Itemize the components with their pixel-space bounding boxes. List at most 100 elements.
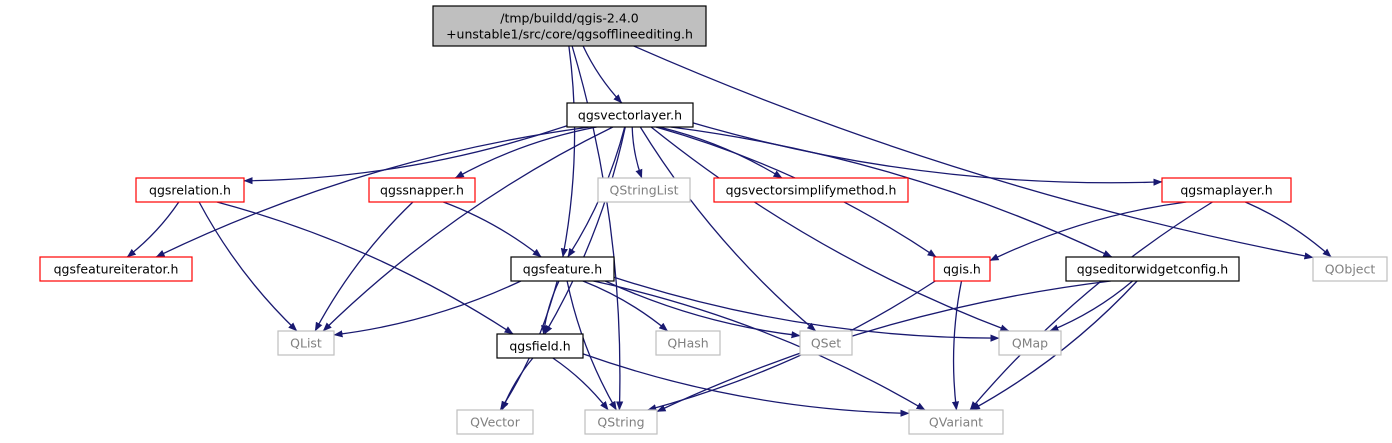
node-simplify[interactable]: qgsvectorsimplifymethod.h	[713, 177, 909, 203]
node-box-snapper	[368, 177, 476, 203]
edge-vectorlayer-to-qlist	[322, 126, 614, 332]
node-maplayer[interactable]: qgsmaplayer.h	[1161, 177, 1292, 203]
edge-offline-to-vectorlayer	[582, 45, 623, 104]
node-box-qgis	[933, 256, 991, 282]
node-label-snapper: qgssnapper.h	[380, 183, 464, 198]
edge-offline-to-qstring	[571, 45, 624, 411]
node-label-qvariant: QVariant	[929, 415, 983, 430]
node-label-qgis: qgis.h	[943, 262, 981, 277]
node-vectorlayer[interactable]: qgsvectorlayer.h	[566, 102, 694, 128]
edge-vectorlayer-to-stringlist	[631, 126, 643, 179]
edge-snapper-to-feature	[443, 201, 542, 258]
node-label-stringlist: QStringList	[610, 183, 679, 198]
node-label-qstring: QString	[597, 415, 644, 430]
edge-maplayer-to-qvariant	[969, 201, 1213, 411]
node-box-stringlist	[597, 177, 691, 203]
node-box-qhash	[655, 330, 721, 356]
node-box-maplayer	[1161, 177, 1292, 203]
node-label-feature: qgsfeature.h	[523, 262, 602, 277]
edge-feature-to-field	[541, 280, 560, 335]
edge-maplayer-to-qgis	[989, 201, 1187, 262]
edge-feature-to-qhash	[582, 280, 669, 332]
node-box-qset	[799, 330, 853, 356]
node-label-qvector: QVector	[470, 415, 521, 430]
node-qgis[interactable]: qgis.h	[933, 256, 991, 282]
edge-feature-to-qset	[604, 280, 801, 339]
edge-relation-to-qlist	[198, 201, 298, 332]
node-qlist[interactable]: QList	[277, 330, 335, 356]
node-label-offline: +unstable1/src/core/qgsofflineediting.h	[446, 27, 693, 42]
node-label-qhash: QHash	[667, 336, 708, 351]
node-offline[interactable]: /tmp/buildd/qgis-2.4.0+unstable1/src/cor…	[432, 5, 707, 47]
node-qhash[interactable]: QHash	[655, 330, 721, 356]
node-box-feature	[510, 256, 615, 282]
dependency-nodes: /tmp/buildd/qgis-2.4.0+unstable1/src/cor…	[39, 5, 1388, 435]
edge-vectorlayer-to-maplayer	[692, 122, 1163, 186]
node-label-editorwidget: qgseditorwidgetconfig.h	[1077, 262, 1228, 277]
node-label-vectorlayer: qgsvectorlayer.h	[578, 108, 682, 123]
edge-editorwidget-to-qstring	[656, 280, 1111, 413]
node-relation[interactable]: qgsrelation.h	[135, 177, 245, 203]
node-qmap[interactable]: QMap	[998, 330, 1062, 356]
node-label-maplayer: qgsmaplayer.h	[1180, 183, 1272, 198]
edge-vectorlayer-to-simplify	[658, 126, 783, 179]
edge-vectorlayer-to-featureiterator	[155, 126, 590, 258]
edge-field-to-qvector	[501, 357, 534, 411]
node-label-featureiterator: qgsfeatureiterator.h	[54, 262, 179, 277]
edge-vectorlayer-to-relation	[243, 125, 568, 185]
node-qvariant[interactable]: QVariant	[908, 409, 1004, 435]
node-box-vectorlayer	[566, 102, 694, 128]
node-snapper[interactable]: qgssnapper.h	[368, 177, 476, 203]
edge-feature-to-qmap	[613, 276, 1000, 342]
edge-maplayer-to-qobject	[1245, 201, 1332, 258]
node-box-qvector	[456, 409, 534, 435]
node-qvector[interactable]: QVector	[456, 409, 534, 435]
node-label-offline: /tmp/buildd/qgis-2.4.0	[500, 11, 639, 26]
edge-snapper-to-qlist	[314, 201, 414, 332]
node-field[interactable]: qgsfield.h	[496, 333, 584, 359]
node-box-editorwidget	[1065, 256, 1240, 282]
node-label-qset: QSet	[811, 336, 841, 351]
node-label-qlist: QList	[290, 336, 322, 351]
edge-qgis-to-qvariant	[951, 280, 963, 411]
node-box-qmap	[998, 330, 1062, 356]
edge-field-to-qvariant	[582, 353, 910, 417]
node-stringlist[interactable]: QStringList	[597, 177, 691, 203]
node-box-qstring	[584, 409, 658, 435]
node-box-qobject	[1312, 256, 1388, 282]
edge-vectorlayer-to-field	[544, 126, 626, 335]
edge-feature-to-qlist	[333, 280, 522, 338]
edge-editorwidget-to-qmap	[1049, 280, 1134, 332]
node-editorwidget[interactable]: qgseditorwidgetconfig.h	[1065, 256, 1240, 282]
edge-offline-to-feature	[560, 45, 576, 258]
edge-field-to-qstring	[552, 357, 609, 411]
edge-feature-to-qstring	[566, 280, 617, 411]
edge-vectorlayer-to-snapper	[454, 126, 597, 179]
node-box-field	[496, 333, 584, 359]
edge-vectorlayer-to-qset	[639, 126, 817, 332]
edge-relation-to-field	[216, 201, 514, 335]
node-box-simplify	[713, 177, 909, 203]
node-label-qmap: QMap	[1012, 336, 1048, 351]
dependency-edges	[126, 45, 1332, 417]
node-box-offline	[432, 5, 707, 47]
node-featureiterator[interactable]: qgsfeatureiterator.h	[39, 256, 193, 282]
node-label-qobject: QObject	[1325, 262, 1376, 277]
edge-relation-to-featureiterator	[126, 201, 180, 258]
node-box-qlist	[277, 330, 335, 356]
node-box-relation	[135, 177, 245, 203]
node-label-field: qgsfield.h	[509, 339, 570, 354]
edge-feature-to-qvariant	[593, 280, 926, 411]
node-box-featureiterator	[39, 256, 193, 282]
node-box-qvariant	[908, 409, 1004, 435]
node-label-relation: qgsrelation.h	[149, 183, 231, 198]
edge-vectorlayer-to-qmap	[650, 126, 1010, 332]
node-label-simplify: qgsvectorsimplifymethod.h	[726, 183, 897, 198]
node-feature[interactable]: qgsfeature.h	[510, 256, 615, 282]
edge-vectorlayer-to-editorwidget	[670, 126, 1113, 258]
node-qstring[interactable]: QString	[584, 409, 658, 435]
node-qset[interactable]: QSet	[799, 330, 853, 356]
edge-offline-to-qobject	[633, 45, 1314, 260]
node-qobject[interactable]: QObject	[1312, 256, 1388, 282]
